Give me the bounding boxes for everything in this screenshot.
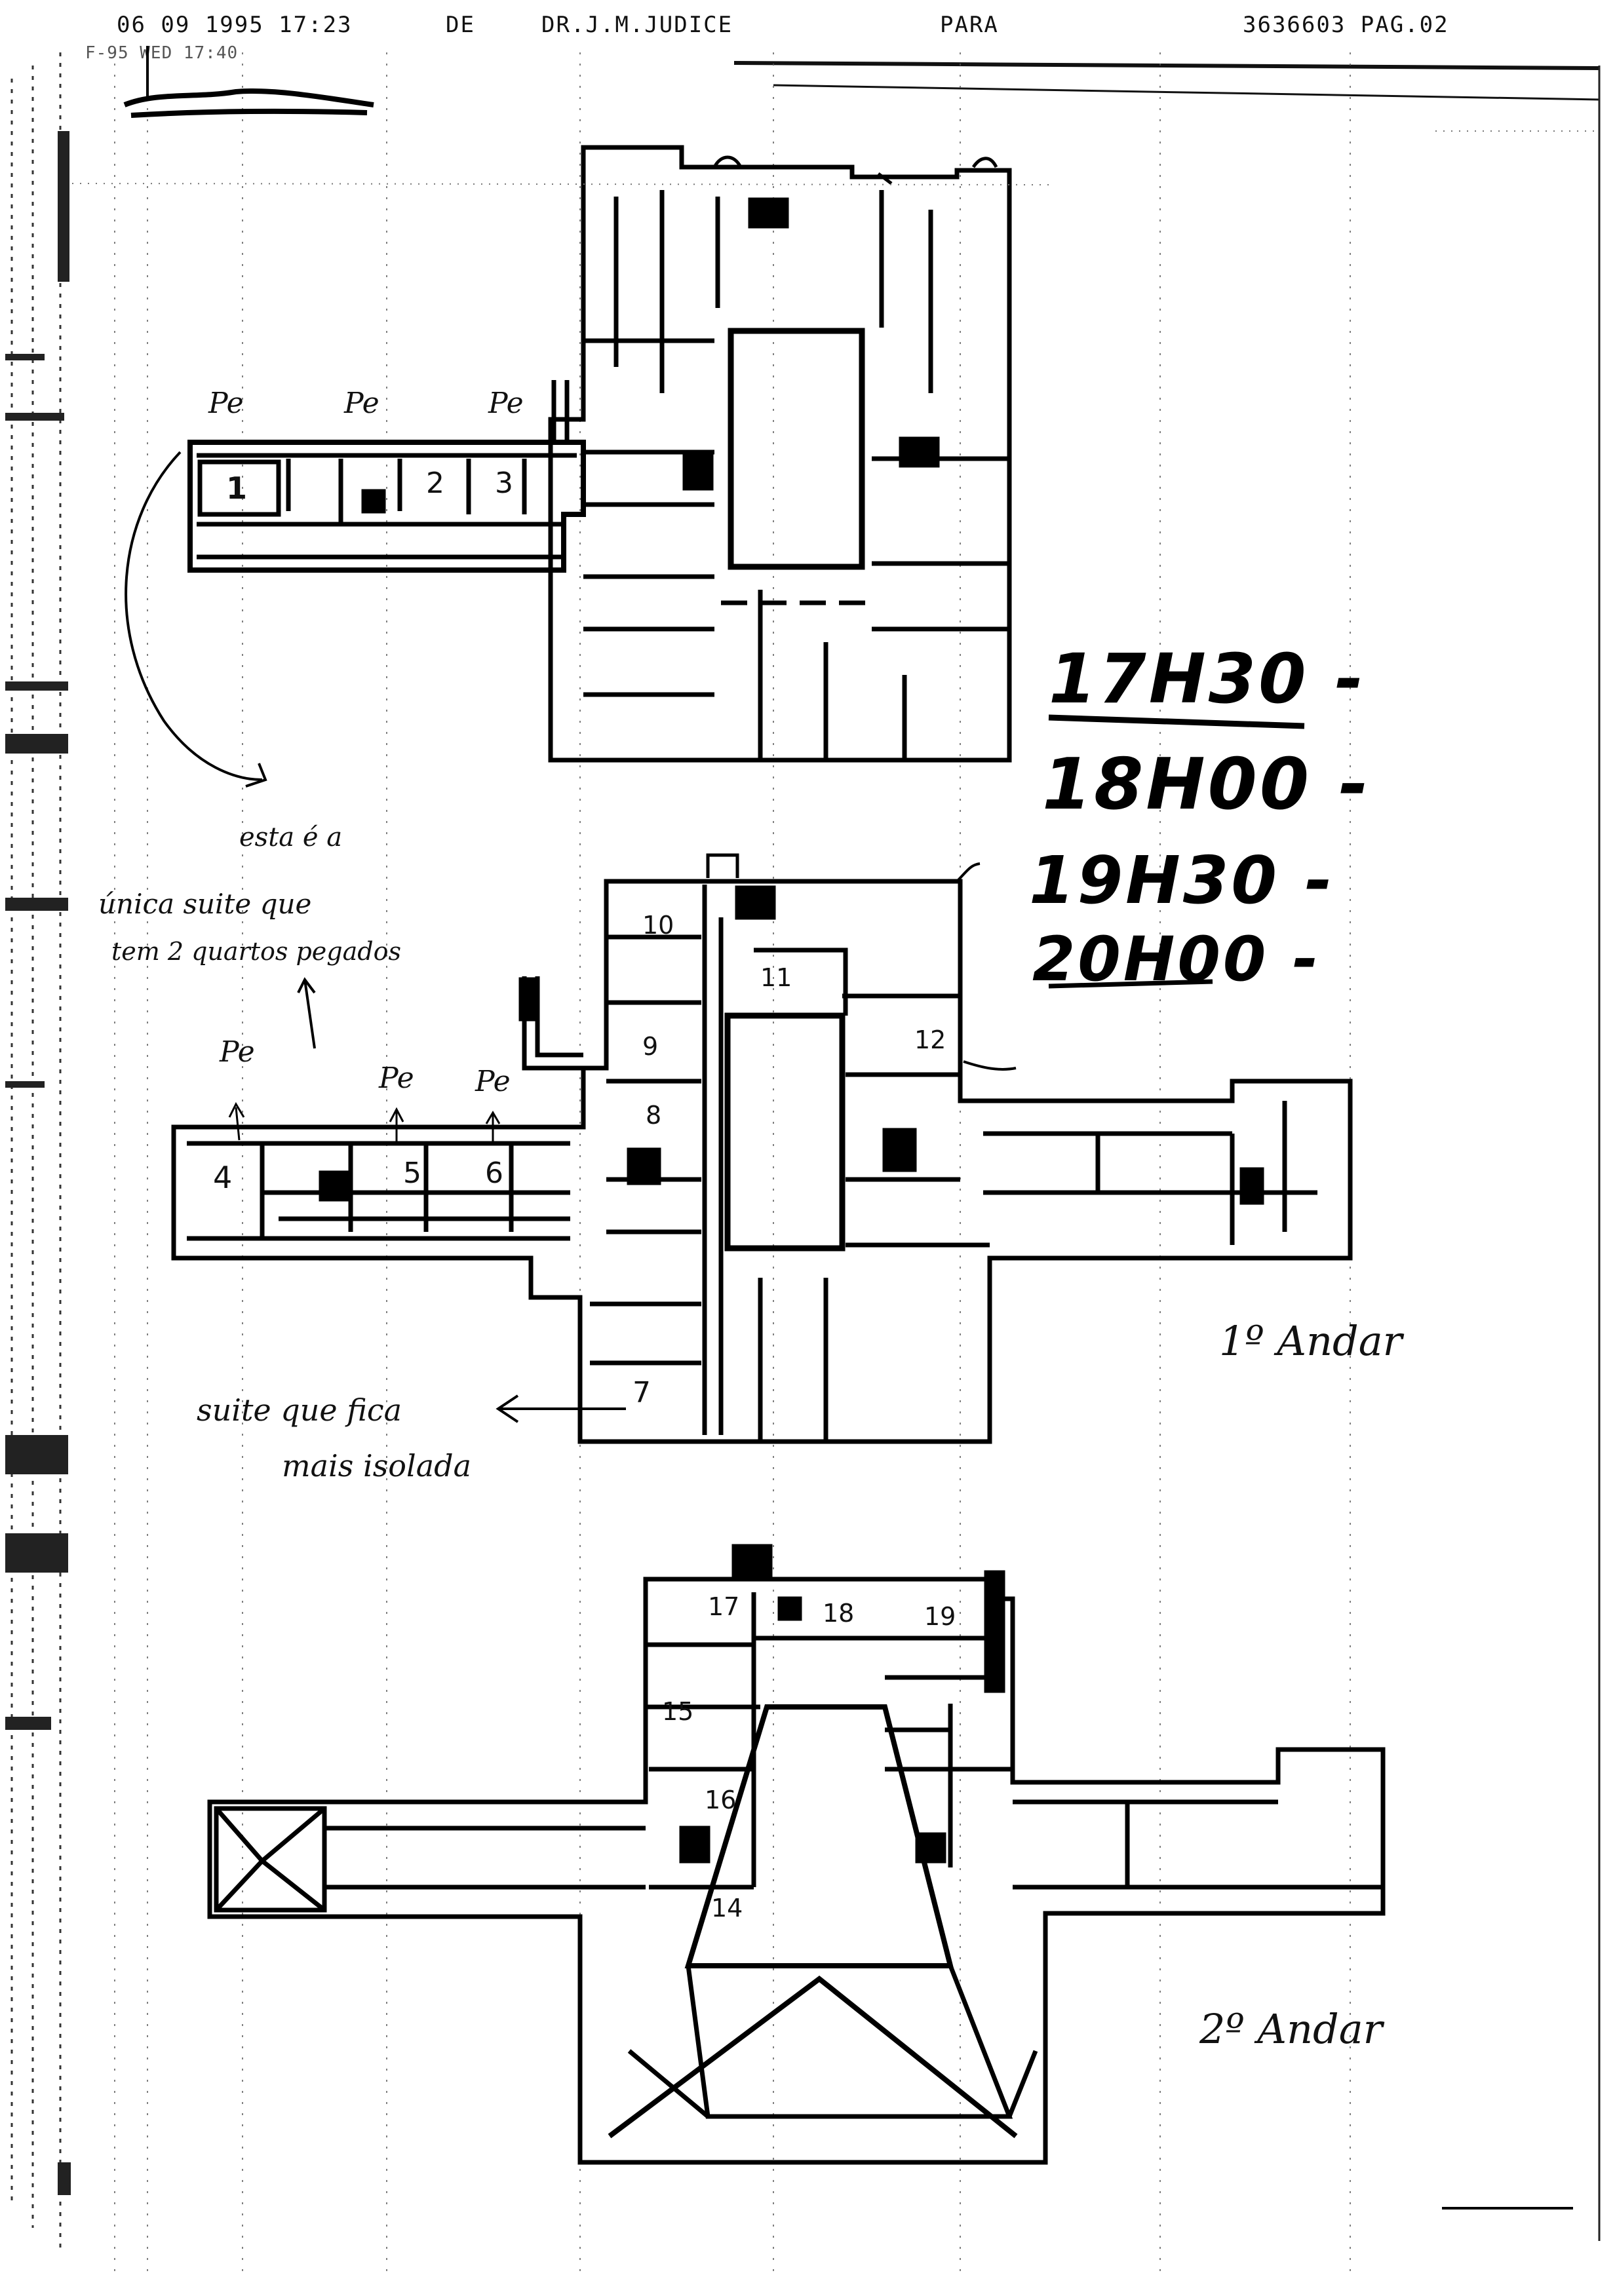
- room-14: 14: [711, 1894, 743, 1923]
- fax-date-time: 06 09 1995 17:23: [117, 12, 353, 38]
- pe-tag-room-4: Pe: [220, 1035, 255, 1069]
- room-19: 19: [924, 1602, 956, 1631]
- room-17: 17: [708, 1592, 740, 1621]
- scan-noise-verticals: [114, 52, 1351, 2274]
- floor-label-first: 1º Andar: [1219, 1317, 1403, 1365]
- room-16: 16: [705, 1786, 737, 1814]
- fax-para-label: PARA: [940, 12, 999, 38]
- note-line-2: única suite que: [98, 888, 312, 920]
- pe-tag-room-3: Pe: [488, 387, 524, 420]
- scan-noise-blocks: [5, 131, 71, 2195]
- room-9: 9: [642, 1032, 659, 1061]
- fax-number-page: 3636603 PAG.02: [1243, 12, 1449, 38]
- room-18: 18: [823, 1599, 855, 1628]
- room-7: 7: [632, 1376, 651, 1409]
- isolated-note-line-1: suite que fica: [197, 1392, 402, 1428]
- plan-second-floor: [207, 1544, 1386, 2165]
- time-1800: 18H00 -: [1042, 744, 1371, 826]
- room-2: 2: [426, 467, 444, 500]
- room-8: 8: [646, 1101, 662, 1130]
- fax-de-label: DE: [446, 12, 475, 38]
- note-line-1: esta é a: [239, 822, 343, 852]
- floor-label-second: 2º Andar: [1199, 2005, 1383, 2053]
- pe-tag-room-5: Pe: [379, 1062, 414, 1095]
- room-1: 1: [226, 470, 248, 506]
- pe-tag-room-1: Pe: [208, 387, 244, 420]
- room-5: 5: [403, 1157, 421, 1190]
- fax-sender: DR.J.M.JUDICE: [541, 12, 733, 38]
- room-6: 6: [485, 1157, 503, 1190]
- plan-first-floor: [171, 879, 1353, 1444]
- annotation-strokes: [125, 451, 1305, 1423]
- room-4: 4: [213, 1160, 233, 1195]
- time-1730: 17H30 -: [1049, 639, 1366, 719]
- scan-noise-left: [10, 52, 62, 2254]
- room-15: 15: [662, 1697, 694, 1726]
- note-line-3: tem 2 quartos pegados: [111, 937, 401, 966]
- time-2000: 20H00 -: [1032, 924, 1321, 995]
- room-12: 12: [914, 1025, 946, 1054]
- room-10: 10: [642, 911, 674, 940]
- fax-header: 06 09 1995 17:23 DE DR.J.M.JUDICE PARA 3…: [0, 12, 1615, 42]
- room-3: 3: [495, 467, 513, 500]
- fax-sub-line: F-95 WED 17:40: [85, 43, 239, 63]
- pe-tag-room-2: Pe: [344, 387, 379, 420]
- pe-tag-room-6: Pe: [475, 1065, 511, 1098]
- isolated-note-line-2: mais isolada: [282, 1448, 472, 1483]
- plan-ground-floor: [187, 145, 1012, 763]
- signature-scribble: [123, 88, 374, 118]
- time-1930: 19H30 -: [1029, 842, 1335, 919]
- room-11: 11: [760, 963, 792, 992]
